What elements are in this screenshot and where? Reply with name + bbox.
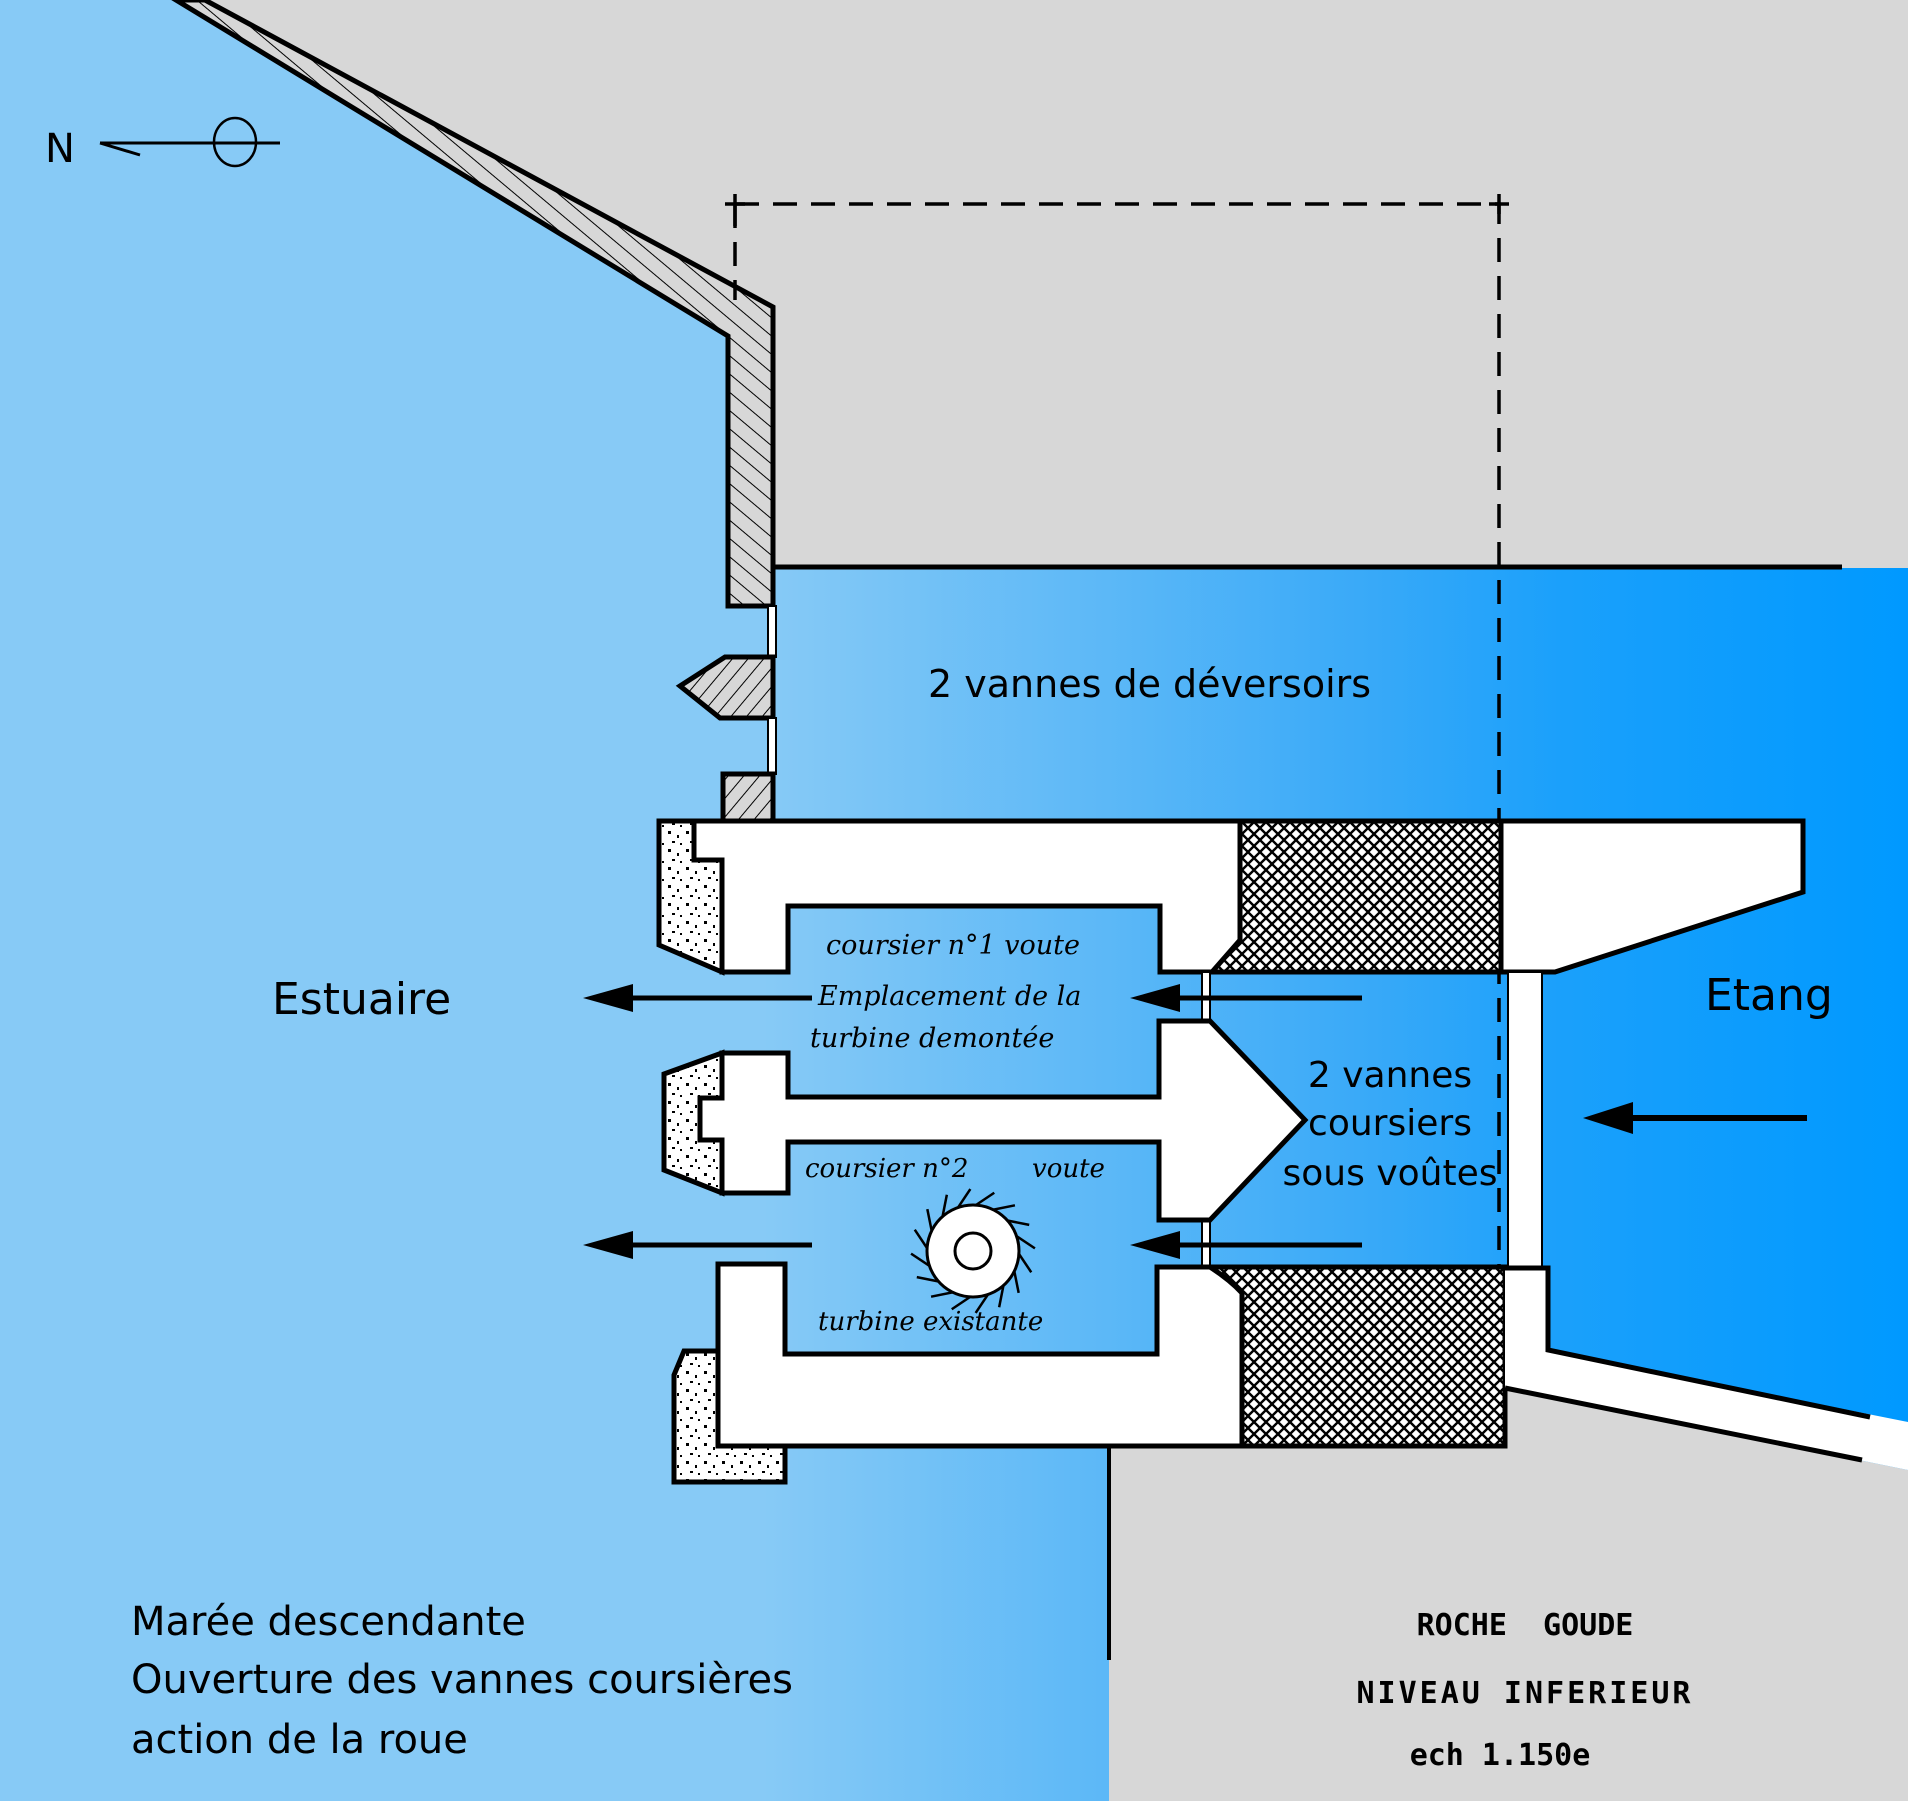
handwritten-channel2-right: voute bbox=[1032, 1154, 1105, 1184]
estuary-water bbox=[0, 0, 660, 1801]
flow-arrow-inflow-1 bbox=[1130, 984, 1362, 1012]
spillway-pier bbox=[675, 654, 776, 721]
estuary-label: Estuaire bbox=[272, 974, 451, 1025]
lower-right-pier bbox=[1505, 1268, 1908, 1470]
handwritten-channel1-line2: Emplacement de la bbox=[817, 981, 1081, 1012]
spillway-gates-label: 2 vannes de déversoirs bbox=[928, 662, 1371, 706]
title-line-3: ech 1.150e bbox=[1410, 1738, 1591, 1773]
caption-line-1: Marée descendante bbox=[131, 1599, 526, 1645]
lower-stipple-block bbox=[671, 1348, 788, 1485]
middle-stipple-block bbox=[661, 1049, 725, 1197]
handwritten-channel2-left: coursier n°2 bbox=[805, 1154, 968, 1184]
corner-mark-tr bbox=[1489, 194, 1509, 214]
handwritten-channel1-line3: turbine demontée bbox=[810, 1023, 1054, 1054]
corner-mark-tl bbox=[725, 194, 745, 226]
handwritten-channel1-line1: coursier n°1 voute bbox=[826, 930, 1080, 961]
upper-stipple-block bbox=[656, 818, 725, 976]
caption-line-2: Ouverture des vannes coursières bbox=[131, 1657, 793, 1703]
handwritten-turbine: turbine existante bbox=[818, 1307, 1043, 1337]
turbine-wheel-icon bbox=[910, 1188, 1036, 1314]
flow-arrow-pond bbox=[1583, 1102, 1807, 1134]
channel-gates-label-2: coursiers bbox=[1308, 1103, 1472, 1144]
flow-arrow-inflow-2 bbox=[1130, 1231, 1362, 1259]
land-south bbox=[1109, 1388, 1908, 1801]
spillway-abutment bbox=[720, 771, 776, 825]
channel-gates-label-1: 2 vannes bbox=[1308, 1055, 1472, 1096]
pond-label: Etang bbox=[1705, 970, 1833, 1021]
title-line-2: NIVEAU INFERIEUR bbox=[1357, 1676, 1694, 1711]
lower-wall-block bbox=[715, 1261, 1245, 1449]
flow-arrow-outflow-1 bbox=[583, 984, 812, 1012]
channel-gates-label-3: sous voûtes bbox=[1283, 1153, 1498, 1194]
north-label: N bbox=[45, 126, 75, 172]
lower-right-pier-outline bbox=[1504, 1265, 1871, 1463]
spillway-gate-1 bbox=[767, 605, 777, 658]
pond-gate-bar bbox=[1507, 971, 1543, 1268]
upper-right-wing bbox=[1498, 818, 1806, 975]
caption-line-3: action de la roue bbox=[131, 1717, 468, 1763]
land-north bbox=[195, 0, 1908, 568]
title-line-1: ROCHE GOUDE bbox=[1417, 1608, 1634, 1643]
spillway-gate-2 bbox=[767, 717, 777, 775]
flow-arrow-outflow-2 bbox=[583, 1231, 812, 1259]
lower-crosshatch-block bbox=[1201, 1264, 1508, 1449]
turbine-hub bbox=[953, 1231, 993, 1271]
north-arrow-icon: N bbox=[45, 116, 280, 172]
upper-crosshatch-block bbox=[1206, 818, 1504, 975]
